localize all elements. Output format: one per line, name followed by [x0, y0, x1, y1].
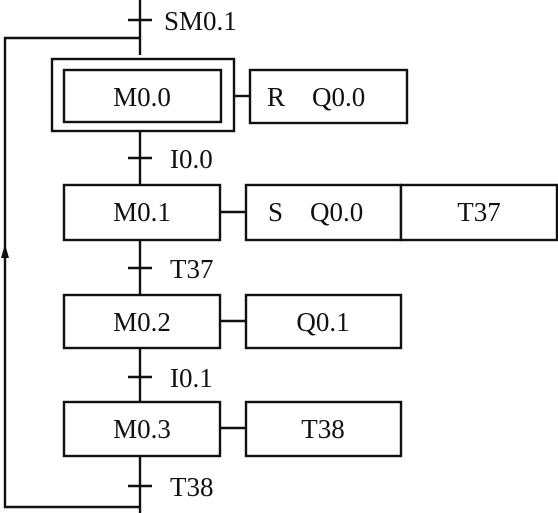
- step-box-m02: [62, 293, 222, 350]
- initial-step-inner-box: [62, 68, 223, 124]
- transition-label-1: I0.0: [170, 144, 213, 174]
- action-label-output: Q0.1: [296, 307, 349, 337]
- transition-label-2: T37: [170, 254, 214, 284]
- action-label-timer-t37: T37: [457, 197, 501, 227]
- action-box-timer-t37: [399, 183, 558, 242]
- transition-label-4: T38: [170, 472, 214, 502]
- action-box-timer-t38: [244, 400, 403, 458]
- action-label-set: S Q0.0: [268, 197, 363, 227]
- transition-label-initial: SM0.1: [164, 6, 237, 36]
- action-label-timer-t38: T38: [301, 414, 345, 444]
- loop-back-line: [3, 36, 140, 509]
- action-box-reset: [248, 68, 409, 125]
- action-box-set: [244, 183, 403, 242]
- transition-label-3: I0.1: [170, 363, 213, 393]
- step-label-m02: M0.2: [113, 307, 171, 337]
- step-label-m00: M0.0: [113, 82, 171, 112]
- step-label-m03: M0.3: [113, 414, 171, 444]
- step-box-m01: [62, 183, 222, 242]
- loop-arrow-icon: [1, 244, 9, 258]
- action-box-output: [244, 293, 403, 350]
- action-label-reset: R Q0.0: [267, 82, 365, 112]
- step-label-m01: M0.1: [113, 197, 171, 227]
